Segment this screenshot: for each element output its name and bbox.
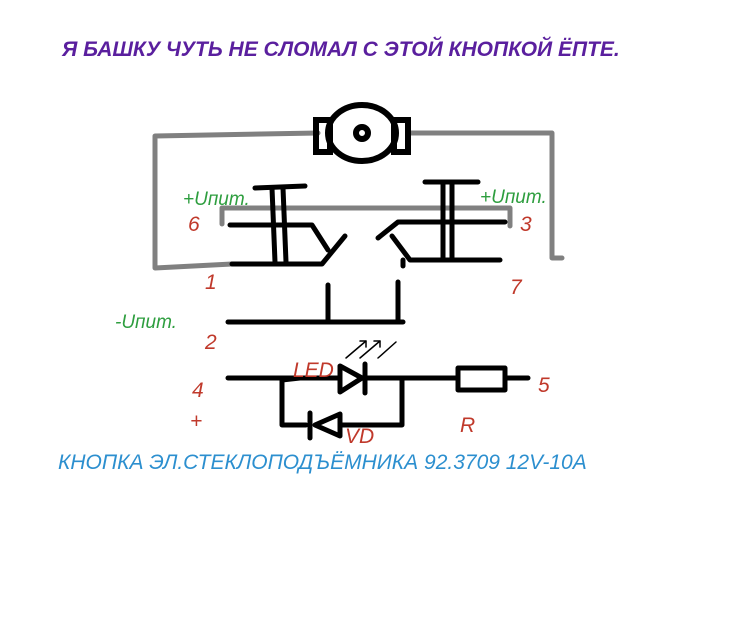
diode-loop-right xyxy=(337,375,405,428)
led-arrow-2 xyxy=(359,340,381,359)
led-triangle xyxy=(337,363,365,395)
plus-sign-label: + xyxy=(190,410,202,433)
contact-pin-1 xyxy=(229,233,348,267)
led-arrow-1 xyxy=(345,340,367,359)
diode-loop-left xyxy=(279,375,309,428)
pin-label-7: 7 xyxy=(510,276,523,299)
pin-label-4: 4 xyxy=(192,379,204,402)
led-arrow-1-head xyxy=(359,340,367,348)
label-plus-supply-right: +Uпит. xyxy=(480,187,547,208)
label-plus-supply-left: +Uпит. xyxy=(183,189,250,210)
supply-bus-bar xyxy=(219,205,513,229)
led-arrow-2-head xyxy=(373,340,381,348)
left-plunger-top xyxy=(252,183,308,191)
motor-center xyxy=(353,124,371,142)
contact-pin-3 xyxy=(375,219,508,241)
switch-contacts xyxy=(225,179,508,325)
outer-loop-left xyxy=(152,130,321,271)
motor-symbol xyxy=(313,102,411,164)
pin-label-1: 1 xyxy=(205,271,217,294)
contact-pin-6 xyxy=(227,222,331,253)
outer-loop-wire xyxy=(152,130,565,271)
label-led: LED xyxy=(293,359,334,382)
label-minus-supply: -Uпит. xyxy=(115,312,177,333)
pin-label-3: 3 xyxy=(520,213,532,236)
pin-label-2: 2 xyxy=(204,331,217,354)
indicator-circuit xyxy=(225,340,531,441)
heading: Я БАШКУ ЧУТЬ НЕ СЛОМАЛ С ЭТОЙ КНОПКОЙ ЁП… xyxy=(61,37,620,61)
label-resistor: R xyxy=(460,414,475,437)
footer-caption: КНОПКА ЭЛ.СТЕКЛОПОДЪЁМНИКА 92.3709 12V-1… xyxy=(58,451,587,474)
pin-label-6: 6 xyxy=(188,213,200,236)
pin-label-5: 5 xyxy=(538,374,550,397)
led-arrow-3 xyxy=(377,341,397,359)
diode-triangle xyxy=(312,411,343,439)
label-vd: VD xyxy=(345,425,374,448)
outer-loop-right xyxy=(405,130,565,261)
resistor-body xyxy=(455,365,508,393)
contact-pin-7 xyxy=(389,233,503,263)
motor-body xyxy=(325,102,399,164)
